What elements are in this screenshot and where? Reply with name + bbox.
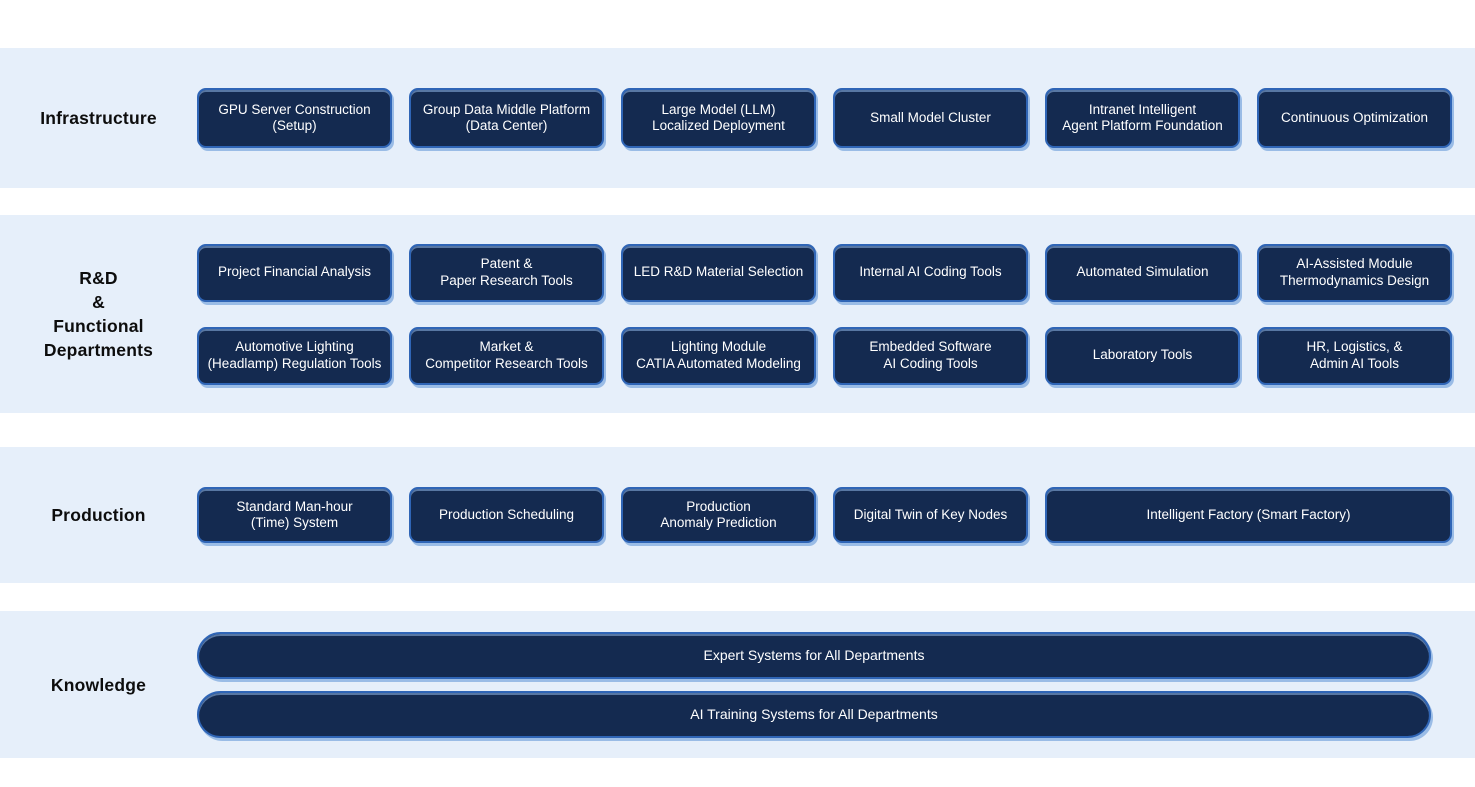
band-production: Production Standard Man-hour (Time) Syst… [0, 447, 1475, 583]
card-small-model-cluster: Small Model Cluster [833, 88, 1028, 148]
card-automated-simulation: Automated Simulation [1045, 243, 1240, 302]
card-project-financial-analysis: Project Financial Analysis [197, 243, 392, 302]
card-production-scheduling: Production Scheduling [409, 487, 604, 543]
card-ai-training-systems-all-departments: AI Training Systems for All Departments [197, 690, 1431, 738]
card-llm-localized-deployment: Large Model (LLM) Localized Deployment [621, 88, 816, 148]
card-standard-man-hour-system: Standard Man-hour (Time) System [197, 487, 392, 543]
band-label-rd-functional-departments: R&D & Functional Departments [43, 268, 154, 360]
band-infrastructure: Infrastructure GPU Server Construction (… [0, 48, 1475, 188]
card-intranet-agent-platform: Intranet Intelligent Agent Platform Foun… [1045, 88, 1240, 148]
rd-cards-grid: Project Financial Analysis Patent & Pape… [197, 243, 1452, 385]
card-digital-twin-key-nodes: Digital Twin of Key Nodes [833, 487, 1028, 543]
card-led-rd-material-selection: LED R&D Material Selection [621, 243, 816, 302]
card-market-competitor-research-tools: Market & Competitor Research Tools [409, 326, 604, 385]
card-internal-ai-coding-tools: Internal AI Coding Tools [833, 243, 1028, 302]
card-ai-assisted-thermodynamics-design: AI-Assisted Module Thermodynamics Design [1257, 243, 1452, 302]
band-rd-functional-departments: R&D & Functional Departments Project Fin… [0, 215, 1475, 413]
card-intelligent-factory: Intelligent Factory (Smart Factory) [1045, 487, 1452, 543]
band-label-infrastructure: Infrastructure [40, 108, 157, 128]
card-production-anomaly-prediction: Production Anomaly Prediction [621, 487, 816, 543]
band-label-production: Production [51, 505, 146, 525]
card-catia-automated-modeling: Lighting Module CATIA Automated Modeling [621, 326, 816, 385]
card-group-data-middle-platform: Group Data Middle Platform (Data Center) [409, 88, 604, 148]
card-patent-paper-research-tools: Patent & Paper Research Tools [409, 243, 604, 302]
knowledge-cards-column: Expert Systems for All Departments AI Tr… [197, 631, 1431, 738]
card-automotive-lighting-regulation-tools: Automotive Lighting (Headlamp) Regulatio… [197, 326, 392, 385]
card-hr-logistics-admin-ai-tools: HR, Logistics, & Admin AI Tools [1257, 326, 1452, 385]
band-knowledge: Knowledge Expert Systems for All Departm… [0, 611, 1475, 758]
card-gpu-server-construction: GPU Server Construction (Setup) [197, 88, 392, 148]
card-embedded-software-ai-coding-tools: Embedded Software AI Coding Tools [833, 326, 1028, 385]
band-label-knowledge: Knowledge [50, 674, 147, 695]
card-expert-systems-all-departments: Expert Systems for All Departments [197, 631, 1431, 679]
card-continuous-optimization: Continuous Optimization [1257, 88, 1452, 148]
infrastructure-cards-row: GPU Server Construction (Setup) Group Da… [197, 88, 1452, 148]
card-laboratory-tools: Laboratory Tools [1045, 326, 1240, 385]
production-cards-row: Standard Man-hour (Time) System Producti… [197, 487, 1452, 543]
